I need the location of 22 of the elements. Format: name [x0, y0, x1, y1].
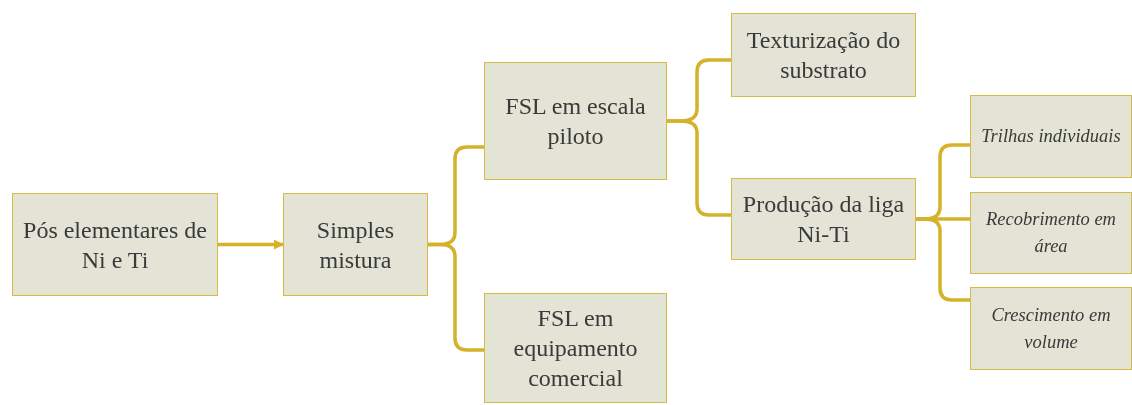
brace-connector — [428, 242, 484, 352]
arrow — [218, 239, 284, 250]
box-text: Recobrimento em área — [985, 208, 1117, 258]
process-box — [731, 178, 916, 260]
process-box — [12, 193, 218, 296]
brace-connector — [667, 119, 731, 217]
box-text: Simples mistura — [315, 215, 396, 275]
box-text: Produção da liga Ni-Ti — [741, 190, 906, 249]
process-box — [970, 95, 1132, 178]
process-box — [484, 62, 667, 180]
process-box — [970, 192, 1132, 274]
process-box — [970, 287, 1132, 370]
process-box — [731, 13, 916, 97]
box-text: Trilhas individuais — [981, 125, 1121, 149]
process-box — [283, 193, 428, 296]
box-text: Texturização do substrato — [745, 26, 902, 85]
box-text: Pós elementares de Ni e Ti — [22, 215, 208, 275]
brace-connector — [916, 217, 970, 302]
box-text: FSL em escala piloto — [504, 92, 647, 151]
box-text: Crescimento em volume — [990, 303, 1112, 354]
box-text: FSL em equipamento comercial — [512, 304, 639, 393]
process-box — [484, 293, 667, 403]
